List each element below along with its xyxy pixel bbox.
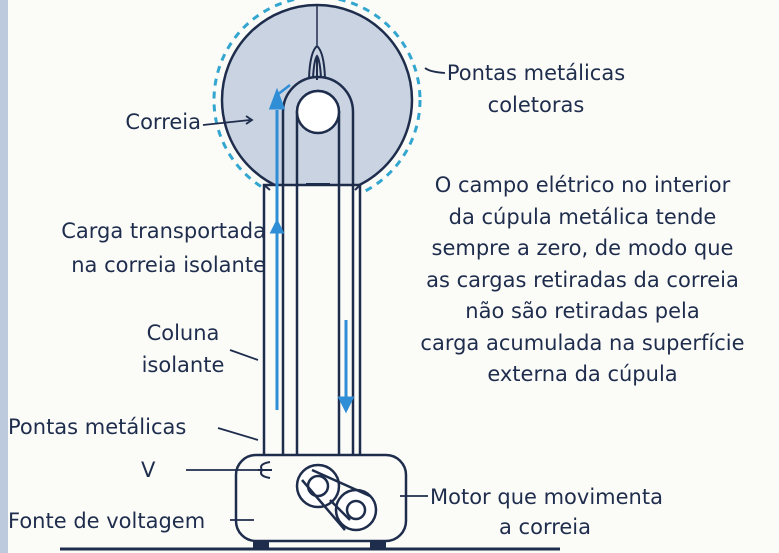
charge-arrows: [268, 84, 355, 414]
label-charge-line2: na correia isolante: [71, 253, 266, 277]
explanation-line: as cargas retiradas da correia: [426, 267, 739, 292]
top-pulley: [295, 89, 341, 135]
label-motor-line2: a correia: [499, 515, 591, 539]
label-column-line1: Coluna: [146, 321, 220, 345]
label-collector-points-line2: coletoras: [487, 93, 585, 117]
explanation-line: externa da cúpula: [487, 362, 678, 386]
electric-field-explanation: O campo elétrico no interior da cúpula m…: [386, 170, 779, 391]
label-power-source: Fonte de voltagem: [8, 509, 206, 533]
page-edge: [0, 0, 8, 553]
motor-pulleys: [295, 463, 378, 532]
label-belt: Correia: [125, 110, 201, 134]
explanation-line: sempre a zero, de modo que: [431, 236, 734, 260]
label-metal-points: Pontas metálicas: [8, 415, 187, 439]
label-motor-line1: Motor que movimenta: [430, 485, 663, 509]
explanation-line: da cúpula metálica tende: [448, 204, 717, 229]
label-voltage: V: [141, 458, 156, 482]
label-charge-line1: Carga transportada: [61, 219, 266, 243]
explanation-line: não são retiradas pela: [465, 299, 700, 323]
leader-lines: [186, 67, 446, 521]
label-collector-points-line1: Pontas metálicas: [446, 61, 626, 85]
belt: [281, 75, 355, 497]
lower-points-symbol: [258, 461, 272, 479]
explanation-line: carga acumulada na superfície: [420, 330, 745, 355]
explanation-line: O campo elétrico no interior: [434, 173, 731, 197]
label-column-line2: isolante: [141, 353, 225, 377]
